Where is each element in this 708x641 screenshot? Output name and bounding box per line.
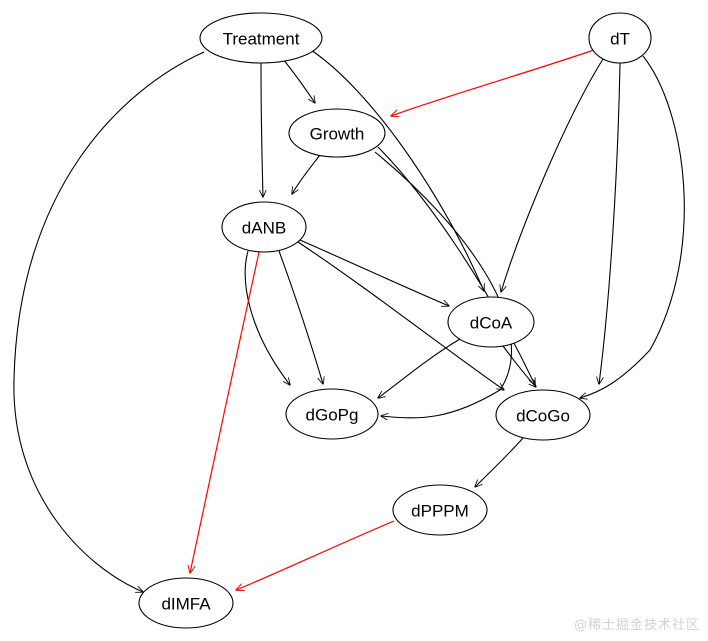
edge-dcoa-dgopg <box>378 338 461 398</box>
node-treatment[interactable]: Treatment <box>199 12 323 64</box>
node-layer: Treatment dT Growth dANB dCoA dGoPg <box>138 12 652 629</box>
node-danb-ellipse[interactable] <box>221 201 307 253</box>
edge-dt-dcoa <box>501 58 604 292</box>
edge-growth-dcogo <box>377 146 535 385</box>
node-dt-label: dT <box>610 30 630 49</box>
node-dpppm-ellipse[interactable] <box>392 484 488 536</box>
edge-treatment-dcoa <box>310 49 484 291</box>
edge-dt-dcogo-right <box>580 55 685 398</box>
node-dt-ellipse[interactable] <box>588 12 652 64</box>
edge-danb-dgopg-left <box>244 250 290 385</box>
node-dimfa-label: dIMFA <box>161 595 211 614</box>
edge-growth-danb <box>292 154 321 194</box>
node-dt[interactable]: dT <box>588 12 652 64</box>
edge-danb-dimfa <box>190 251 260 573</box>
node-dcogo-label: dCoGo <box>516 407 570 426</box>
node-growth-ellipse[interactable] <box>288 108 386 158</box>
node-dpppm-label: dPPPM <box>411 502 469 521</box>
edge-dcogo-dpppm <box>475 436 525 487</box>
edge-dcoa-dcogo <box>502 345 536 387</box>
edge-danb-dcoa <box>299 239 449 306</box>
node-dcogo[interactable]: dCoGo <box>495 389 591 441</box>
node-treatment-label: Treatment <box>223 30 300 49</box>
node-growth-label: Growth <box>310 125 365 144</box>
edge-growth-dgopg <box>374 151 512 418</box>
node-danb[interactable]: dANB <box>221 201 307 253</box>
edge-treatment-dimfa <box>13 51 205 592</box>
edge-danb-dcogo <box>297 241 504 390</box>
node-dcoa-label: dCoA <box>470 314 513 333</box>
node-dgopg[interactable]: dGoPg <box>285 388 379 440</box>
node-growth[interactable]: Growth <box>288 108 386 158</box>
node-dcoa-ellipse[interactable] <box>447 296 535 348</box>
node-dimfa[interactable]: dIMFA <box>138 577 234 629</box>
node-dgopg-ellipse[interactable] <box>285 388 379 440</box>
edge-dt-growth <box>391 49 595 116</box>
edge-dpppm-dimfa <box>236 520 395 590</box>
node-danb-label: dANB <box>242 219 286 238</box>
node-treatment-ellipse[interactable] <box>199 12 323 64</box>
node-dimfa-ellipse[interactable] <box>138 577 234 629</box>
edge-treatment-growth <box>282 58 315 103</box>
edge-treatment-danb <box>261 62 263 197</box>
edge-layer <box>13 49 685 592</box>
node-dgopg-label: dGoPg <box>306 406 359 425</box>
edge-danb-dgopg-right <box>278 250 323 384</box>
node-dcoa[interactable]: dCoA <box>447 296 535 348</box>
watermark: @稀土掘金技术社区 <box>573 618 700 633</box>
node-dcogo-ellipse[interactable] <box>495 389 591 441</box>
edge-dt-dcogo-left <box>599 62 621 384</box>
node-dpppm[interactable]: dPPPM <box>392 484 488 536</box>
